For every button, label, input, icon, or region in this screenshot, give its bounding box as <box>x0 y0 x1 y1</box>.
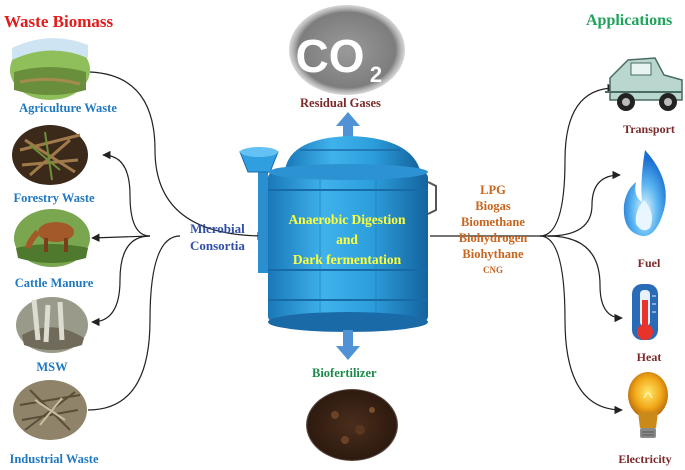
input-arrows <box>87 71 266 411</box>
applications-heading: Applications <box>586 12 673 29</box>
cow-icon <box>14 209 90 267</box>
digester-tank <box>239 136 437 332</box>
residual-gases-label: Residual Gases <box>300 96 381 110</box>
app-label-heat: Heat <box>636 350 662 364</box>
dark-fermentation-text: Dark fermentation <box>292 252 402 267</box>
co2-label: CO <box>296 30 365 82</box>
downward-flow-arrow <box>336 330 360 360</box>
co2-cloud-icon: CO 2 <box>289 5 405 95</box>
app-label-electricity: Electricity <box>618 452 672 466</box>
source-label-agriculture: Agriculture Waste <box>19 101 117 115</box>
product-cng: CNG <box>483 265 503 275</box>
forest-icon <box>12 125 88 185</box>
source-label-cattle-manure: Cattle Manure <box>14 276 94 290</box>
output-arrows <box>430 83 623 415</box>
biofertilizer-label: Biofertilizer <box>312 366 377 380</box>
soil-icon <box>306 389 398 461</box>
flame-icon <box>623 150 666 237</box>
source-label-msw: MSW <box>36 360 68 374</box>
anaerobic-digestion-text: Anaerobic Digestion <box>288 212 406 227</box>
waste-biomass-heading: Waste Biomass <box>4 12 114 31</box>
upward-flow-arrow <box>336 112 360 144</box>
field-icon <box>10 38 90 100</box>
and-text: and <box>336 232 358 247</box>
product-biohythane: Biohythane <box>462 247 524 261</box>
light-bulb-icon <box>628 372 668 438</box>
product-biohydrogen: Biohydrogen <box>458 231 528 245</box>
source-label-industrial: Industrial Waste <box>9 452 99 466</box>
microbial-label: Microbial <box>190 221 245 236</box>
products-list: LPG Biogas Biomethane Biohydrogen Biohyt… <box>448 182 538 278</box>
app-label-fuel: Fuel <box>637 256 661 270</box>
product-biogas: Biogas <box>475 199 511 213</box>
microbial-consortia-label: Microbial Consortia <box>190 220 245 254</box>
consortia-label: Consortia <box>190 238 245 253</box>
waste-pile-icon <box>13 380 87 440</box>
product-lpg: LPG <box>480 183 506 197</box>
product-biomethane: Biomethane <box>461 215 525 229</box>
co2-subscript: 2 <box>370 62 382 87</box>
digester-label: Anaerobic Digestion and Dark fermentatio… <box>272 210 422 270</box>
thermometer-icon <box>632 284 658 340</box>
landfill-icon <box>16 297 88 353</box>
app-label-transport: Transport <box>623 122 675 136</box>
truck-icon <box>605 57 683 111</box>
source-label-forestry: Forestry Waste <box>13 191 95 205</box>
